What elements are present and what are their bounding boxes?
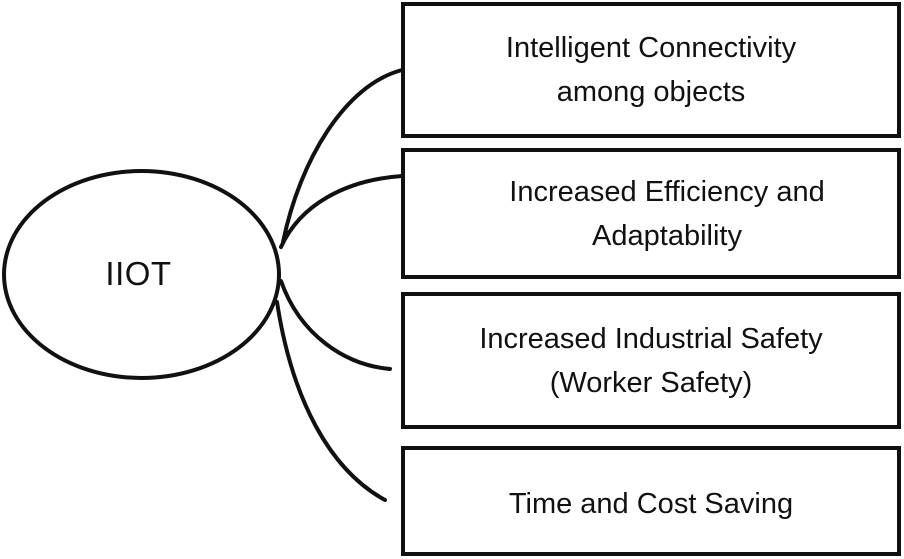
benefit-box-industrial-safety: Increased Industrial Safety (Worker Safe… — [401, 292, 901, 429]
benefit-box-label: Intelligent Connectivity among objects — [416, 26, 886, 114]
benefit-box-line-2: Adaptability — [592, 219, 742, 252]
benefit-box-label: Increased Efficiency and Adaptability — [405, 170, 897, 258]
benefit-box-line-2: (Worker Safety) — [549, 366, 753, 399]
benefit-box-time-cost-saving: Time and Cost Saving — [401, 446, 901, 556]
connector-line-3 — [279, 279, 392, 371]
connector-line-2 — [279, 174, 404, 249]
benefit-box-label: Increased Industrial Safety (Worker Safe… — [416, 317, 886, 405]
benefit-box-line-1: Increased Efficiency and — [509, 175, 825, 208]
benefit-box-line-1: Time and Cost Saving — [508, 488, 794, 520]
benefit-box-intelligent-connectivity: Intelligent Connectivity among objects — [401, 2, 901, 138]
connector-line-4 — [275, 300, 387, 502]
benefit-box-line-1: Increased Industrial Safety — [479, 322, 823, 355]
benefit-box-label: Time and Cost Saving — [416, 482, 886, 526]
iiot-center-node: IIOT — [2, 169, 281, 380]
benefit-box-efficiency-adaptability: Increased Efficiency and Adaptability — [401, 148, 901, 279]
iiot-center-label: IIOT — [105, 254, 172, 292]
connector-line-1 — [281, 68, 404, 244]
benefit-box-line-1: Intelligent Connectivity — [505, 32, 797, 64]
benefit-box-line-2: among objects — [556, 76, 746, 108]
